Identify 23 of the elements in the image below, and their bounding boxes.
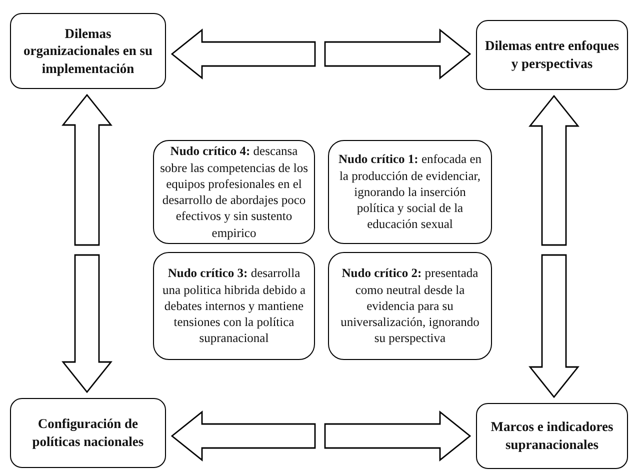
- critical-node-box: [328, 140, 492, 244]
- critical-node-box: [153, 252, 315, 360]
- block-arrow: [170, 28, 316, 80]
- block-arrow: [62, 94, 112, 246]
- block-arrow: [62, 254, 112, 394]
- node-text: Dilemas entre enfoques y perspectivas: [484, 37, 620, 73]
- block-arrow: [324, 28, 472, 80]
- dimension-box: [476, 20, 628, 90]
- node-text: Marcos e indicadores supranacionales: [490, 418, 614, 454]
- node-text: Nudo crítico 2: presentada como neutral desde la evidencia para su universalización, ignorando su perspectiva: [340, 265, 480, 347]
- block-arrow: [324, 410, 472, 462]
- critical-node-box: [328, 252, 492, 360]
- dimension-box: [10, 398, 166, 468]
- node-text: Nudo crítico 1: enfocada en la producción de evidenciar, ignorando la inserción política y social de la educación sexual: [337, 151, 482, 233]
- node-text: Nudo crítico 3: desarrolla una politica hibrida debido a debates internos y mantiene tensiones con la política supranacional: [161, 265, 306, 347]
- block-arrow: [528, 254, 580, 398]
- dimension-box: [10, 13, 166, 89]
- block-arrow: [170, 410, 316, 462]
- dimension-box: [476, 403, 628, 469]
- block-arrow: [528, 94, 580, 246]
- node-text: Nudo crítico 4: descansa sobre las competencias de los equipos profesionales en el desarrollo de abordajes poco efectivos y sin sustento empirico: [159, 143, 309, 241]
- node-text: Dilemas organizacionales en su implementación: [22, 24, 154, 78]
- node-text: Configuración de políticas nacionales: [31, 415, 145, 451]
